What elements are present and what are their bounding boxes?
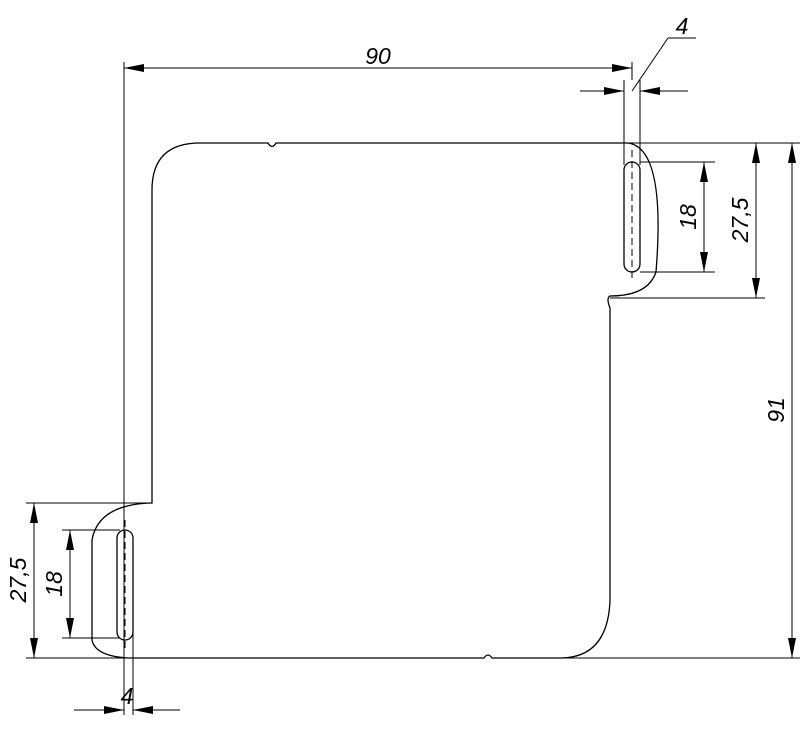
dim-label-bottom-slot-offset: 4: [121, 683, 134, 709]
dim-label-overall-width: 90: [365, 43, 391, 69]
part-outline: [91, 142, 659, 659]
dim-label-top-slot-length: 18: [675, 204, 701, 230]
bottom-slot: [116, 529, 134, 641]
dim-label-bottom-tab-height: 27,5: [5, 557, 31, 603]
dim-label-overall-height: 91: [763, 397, 789, 423]
leader-top-4: [631, 37, 669, 92]
dim-label-top-tab-height: 27,5: [727, 197, 753, 243]
dim-label-top-slot-offset: 4: [676, 13, 689, 39]
dim-label-bottom-slot-length: 18: [41, 571, 67, 597]
